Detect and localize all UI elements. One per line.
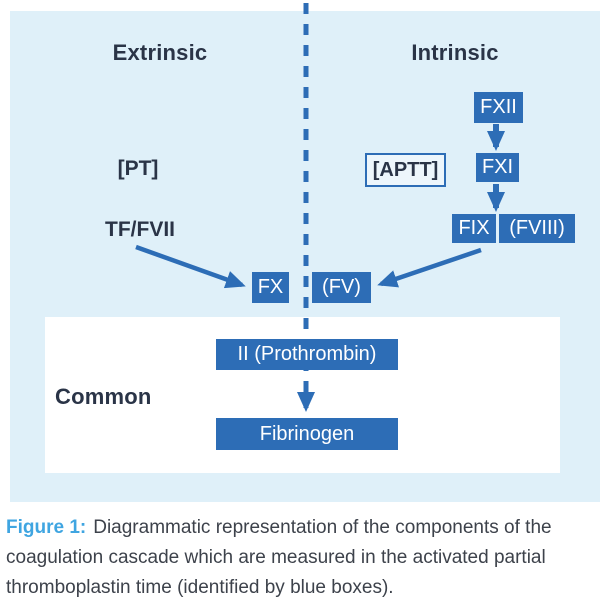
- factor-box-fxi: FXI: [476, 153, 519, 182]
- factor-box-fv: (FV): [312, 272, 371, 303]
- factor-box-fviii: (FVIII): [499, 214, 575, 243]
- aptt-test-label: [APTT]: [372, 158, 439, 181]
- extrinsic-heading: Extrinsic: [112, 40, 208, 65]
- figure-caption-line1: Diagrammatic representation of the compo…: [93, 517, 552, 538]
- intrinsic-heading: Intrinsic: [411, 40, 499, 65]
- factor-box-fix: FIX: [452, 214, 496, 243]
- aptt-test-box: [APTT]: [365, 153, 446, 187]
- common-heading: Common: [55, 384, 152, 409]
- factor-box-fx: FX: [252, 272, 289, 303]
- figure-caption-line2: coagulation cascade which are measured i…: [6, 547, 546, 568]
- figure-caption-line3: thromboplastin time (identified by blue …: [6, 577, 394, 598]
- figure-caption-number: Figure 1:: [6, 517, 87, 538]
- factor-box-fibrinogen: Fibrinogen: [216, 418, 398, 450]
- figure-caption: Figure 1: Diagrammatic representation of …: [6, 513, 596, 602]
- pt-test-label: [PT]: [117, 157, 159, 180]
- factor-box-prothrombin: II (Prothrombin): [216, 339, 398, 370]
- tf-fvii-label: TF/FVII: [105, 218, 175, 241]
- factor-box-fxii: FXII: [474, 92, 523, 123]
